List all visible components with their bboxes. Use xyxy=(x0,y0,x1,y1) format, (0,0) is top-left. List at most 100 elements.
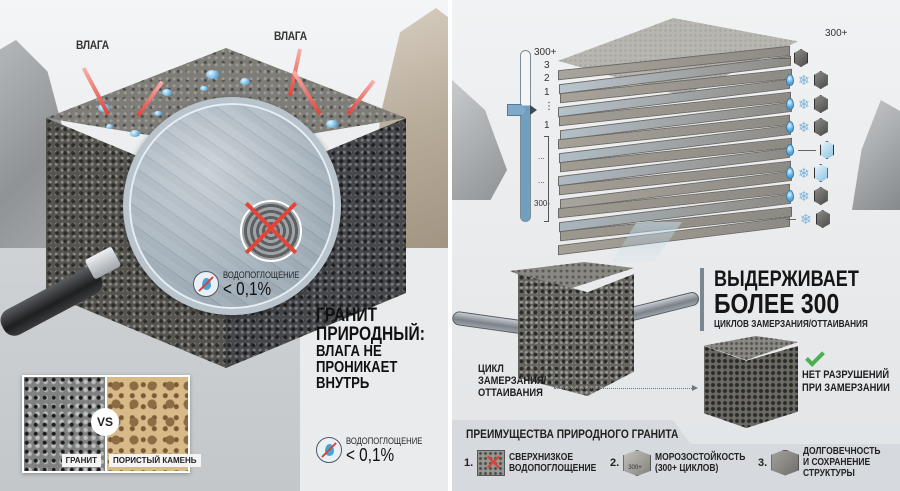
arrow-right-icon xyxy=(692,385,698,391)
water-drop-icon xyxy=(786,98,794,110)
cycle-label-line: ОТТАИВАНИЯ xyxy=(478,387,543,399)
benefit-text: СВЕРХНИЗКОЕ xyxy=(509,452,574,463)
shield-check-cube-icon xyxy=(771,449,800,476)
porous-stone-label: ПОРИСТЫЙ КАМЕНЬ xyxy=(109,454,201,467)
water-droplet xyxy=(206,70,219,79)
benefit-item-low-absorption: 1. СВЕРХНИЗКОЕ ВОДОПОГЛОЩЕНИЕ xyxy=(464,450,612,476)
freeze-thaw-headline: ВЫДЕРЖИВАЕТ БОЛЕЕ 300 ЦИКЛОВ ЗАМЕРЗАНИЯ/… xyxy=(700,268,900,331)
checkmark-icon xyxy=(805,347,825,367)
cycle-gauge-pointer xyxy=(530,105,537,115)
cycle-row xyxy=(772,47,808,69)
water-drop-icon xyxy=(786,74,794,86)
cycles-300-label: 300+ xyxy=(825,28,848,39)
granite-mini-cube-icon xyxy=(813,95,828,113)
gauge-tick: 1 xyxy=(544,87,550,98)
cycle-row: ❄ xyxy=(786,69,828,91)
water-absorption-label: ВОДОПОГЛОЩЕНИЕ xyxy=(223,270,300,280)
water-drop-icon xyxy=(786,121,794,133)
no-damage-line: ПРИ ЗАМЕРЗАНИИ xyxy=(802,382,890,394)
benefit-number: 2. xyxy=(610,457,620,469)
left-panel-granite-moisture: ВЛАГА ВЛАГА ВОДОПОГЛОЩЕНИЕ < 0,1% ГРАНИТ… xyxy=(0,0,448,491)
granite-vs-porous-comparison: ГРАНИТ VS ПОРИСТЫЙ КАМЕНЬ xyxy=(22,375,201,473)
cycle-row: ❄ xyxy=(786,116,828,138)
water-droplet xyxy=(162,89,172,96)
benefits-tab xyxy=(452,420,692,446)
right-panel-freeze-thaw: 300+ 3 2 1 ⋮ 1 ... ... 300- 300+ ❄ ❄ ❄ ❄… xyxy=(452,0,900,491)
gauge-tick: 3 xyxy=(544,60,550,71)
freeze-thaw-cycle-label: ЦИКЛ ЗАМЕРЗАНИЯ/ ОТТАИВАНИЯ xyxy=(478,363,558,399)
snowflake-icon: ❄ xyxy=(798,165,810,181)
frost-icon-label: 300+ xyxy=(628,465,642,471)
water-drop-icon xyxy=(786,190,794,202)
gauge-tick: 1 xyxy=(544,120,550,131)
granite-mini-cube-icon xyxy=(815,210,830,228)
no-water-drop-icon xyxy=(316,437,342,463)
granite-mini-cube-icon xyxy=(794,49,808,67)
dotted-connector xyxy=(554,388,694,389)
cycle-row xyxy=(786,139,834,161)
headline-line: ВНУТРЬ xyxy=(316,375,370,392)
benefit-item-frost-resistance: 2. 300+ МОРОЗОСТОЙКОСТЬ (300+ ЦИКЛОВ) xyxy=(610,450,761,476)
water-droplet xyxy=(130,130,140,137)
water-droplet xyxy=(240,78,250,85)
water-drop-icon xyxy=(786,167,794,179)
benefit-text: И СОХРАНЕНИЕ xyxy=(803,457,871,468)
gauge-tick: 300- xyxy=(534,199,551,208)
water-absorption-value: < 0,1% xyxy=(346,445,395,465)
cycle-row: ❄ xyxy=(786,185,828,207)
water-absorption-badge-magnifier: ВОДОПОГЛОЩЕНИЕ < 0,1% xyxy=(193,270,313,298)
frost-resistance-cube-icon: 300+ xyxy=(623,450,652,476)
ice-mini-cube-icon xyxy=(820,141,834,159)
cycle-row: ❄ xyxy=(786,208,830,230)
benefit-text: ДОЛГОВЕЧНОСТЬ xyxy=(803,446,881,457)
cycle-row: ❄ xyxy=(786,93,828,115)
gauge-tick: 300+ xyxy=(534,47,557,58)
dotted-connector xyxy=(554,370,555,388)
ice-mini-cube-icon xyxy=(813,164,828,182)
benefits-bar xyxy=(452,444,900,491)
granite-cube-tested xyxy=(510,262,634,396)
granite-mini-cube-icon xyxy=(813,187,828,205)
snowflake-icon: ❄ xyxy=(798,188,810,204)
snowflake-icon: ❄ xyxy=(798,72,810,88)
vs-badge: VS xyxy=(91,408,119,436)
benefit-number: 3. xyxy=(758,456,768,469)
benefit-text: МОРОЗОСТОЙКОСТЬ xyxy=(655,452,746,463)
water-droplet xyxy=(200,86,208,91)
no-damage-line: НЕТ РАЗРУШЕНИЙ xyxy=(802,369,890,381)
gauge-tick: ... xyxy=(538,176,545,185)
benefits-title: ПРЕИМУЩЕСТВА ПРИРОДНОГО ГРАНИТА xyxy=(466,427,679,441)
benefit-text: ВОДОПОГЛОЩЕНИЕ xyxy=(509,463,597,474)
water-absorption-value: < 0,1% xyxy=(223,279,272,299)
headline-line: ВЛАГА НЕ xyxy=(316,343,382,360)
snowflake-icon: ❄ xyxy=(798,119,810,135)
background-rock-right xyxy=(852,100,900,210)
water-droplet xyxy=(326,120,338,128)
granite-texture-sample: ГРАНИТ xyxy=(24,377,105,471)
water-droplet xyxy=(106,124,113,129)
water-absorption-badge-bottom: ВОДОПОГЛОЩЕНИЕ < 0,1% xyxy=(316,436,436,464)
headline-subline: ЦИКЛОВ ЗАМЕРЗАНИЯ/ОТТАИВАНИЯ xyxy=(714,319,868,330)
benefit-item-durability: 3. ДОЛГОВЕЧНОСТЬ И СОХРАНЕНИЕ СТРУКТУРЫ xyxy=(758,446,894,479)
porous-stone-texture-sample: ПОРИСТЫЙ КАМЕНЬ xyxy=(107,377,201,471)
cycle-label-line: ЦИКЛ xyxy=(478,363,504,375)
snowflake-icon: ❄ xyxy=(798,96,810,112)
background-rock-left xyxy=(452,80,507,200)
granite-cube-intact xyxy=(704,336,798,428)
magnifying-glass-icon xyxy=(123,97,341,315)
cycle-gauge-knob xyxy=(507,104,527,116)
cycle-row: ❄ xyxy=(786,162,828,184)
no-water-drop-icon xyxy=(193,271,219,297)
water-absorption-label: ВОДОПОГЛОЩЕНИЕ xyxy=(346,436,423,446)
moisture-label: ВЛАГА xyxy=(274,29,307,43)
no-damage-label: НЕТ РАЗРУШЕНИЙ ПРИ ЗАМЕРЗАНИИ xyxy=(802,369,900,395)
panel-divider xyxy=(448,0,452,491)
headline-line: ГРАНИТ xyxy=(316,305,378,326)
granite-label: ГРАНИТ xyxy=(61,454,101,467)
moisture-label: ВЛАГА xyxy=(76,38,109,52)
cycle-label-line: ЗАМЕРЗАНИЯ/ xyxy=(478,375,547,387)
no-absorption-icon xyxy=(477,450,506,476)
water-droplet xyxy=(154,111,162,116)
gauge-tick: 2 xyxy=(544,73,550,84)
headline-line: ПРОНИКАЕТ xyxy=(316,359,398,376)
